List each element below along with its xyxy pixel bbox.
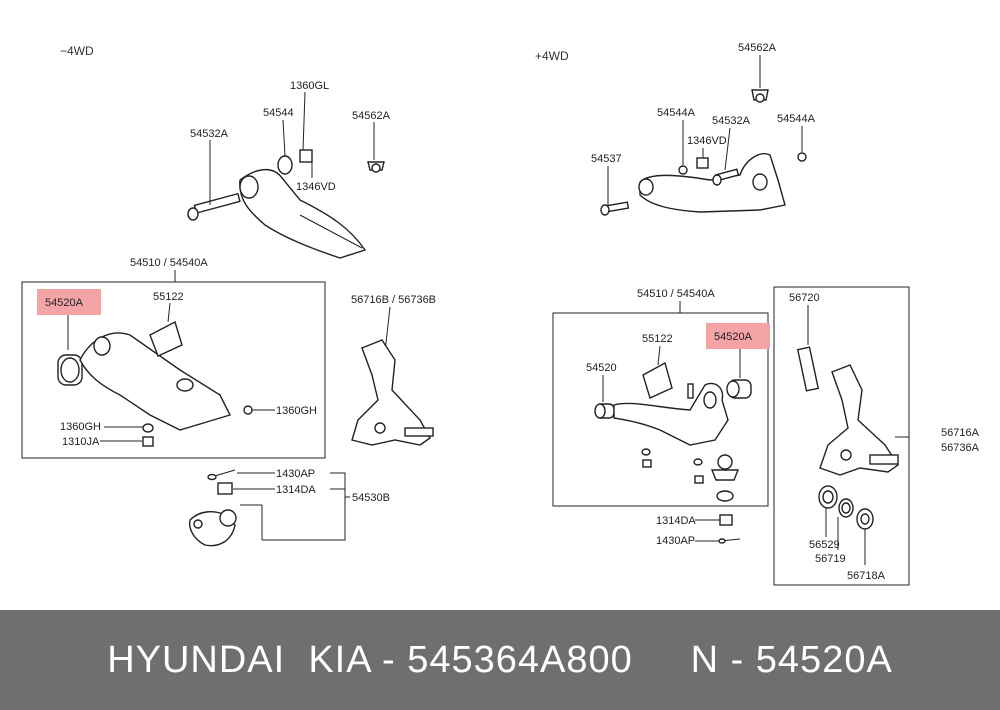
callout-54544-left: 54544: [263, 107, 294, 119]
callout-54520-right: 54520: [586, 362, 617, 374]
callout-54532a-left: 54532A: [190, 128, 229, 140]
bushing-54520a-left: [57, 354, 83, 386]
callout-55122-left: 55122: [153, 291, 184, 303]
bearing-56718a-right: [856, 508, 874, 530]
callout-1314da-left: 1314DA: [276, 484, 316, 496]
callout-1430ap-left: 1430AP: [276, 468, 315, 480]
cotter-pin-1430ap-right: [718, 538, 741, 544]
nut-1346vd-right: [696, 157, 709, 169]
callout-1346vd-right: 1346VD: [687, 135, 727, 147]
nut-1346vd-left: [299, 149, 313, 163]
highlight-54520a-right: [706, 323, 770, 349]
lower-arm-box-left: [21, 281, 326, 459]
callout-54520a-left: 54520A: [45, 297, 84, 309]
callout-56716b-left: 56716B / 56736B: [351, 294, 436, 306]
bushing-54520a-right: [726, 379, 752, 399]
hardware-set-right: [641, 448, 704, 484]
lower-control-arm-right: [613, 382, 729, 446]
upper-control-arm-left: [239, 168, 367, 259]
ball-joint-54562a-right: [751, 89, 769, 103]
callout-1346vd-left: 1346VD: [296, 181, 336, 193]
callout-1360gl-left: 1360GL: [290, 80, 329, 92]
washer-54544a-right-a: [678, 165, 688, 175]
lower-arm-box-right: [552, 312, 769, 507]
callout-54562a-left: 54562A: [352, 110, 391, 122]
bolt-54532a-left: [187, 192, 241, 221]
nut-1310ja-left: [142, 436, 154, 447]
callout-54562a-right: 54562A: [738, 42, 777, 54]
part-number-text: HYUNDAI KIA - 545364A800 N - 54520A: [107, 638, 893, 681]
callout-54544a-right-a: 54544A: [657, 107, 696, 119]
washer-1360gh-left: [142, 423, 154, 433]
upper-control-arm-right: [638, 153, 786, 213]
knuckle-box-right: [773, 286, 910, 586]
callout-56529-right: 56529: [809, 539, 840, 551]
shaft-56720-right: [796, 346, 820, 392]
ball-joint-54530b-left: [188, 509, 237, 547]
ball-joint-54562a-left: [367, 161, 385, 173]
highlight-54520a-left: [37, 289, 101, 315]
bolt-54532a-right: [712, 168, 740, 186]
callout-56719-right: 56719: [815, 553, 846, 565]
callout-54520a-right: 54520A: [714, 331, 753, 343]
bumper-55122-left: [149, 320, 183, 357]
callout-54530b-left: 54530B: [352, 492, 390, 504]
callout-1310ja-left: 1310JA: [62, 436, 100, 448]
bolt-1360gh-arm-left: [243, 405, 253, 415]
callout-56716a-right: 56716A: [941, 427, 980, 439]
seal-56529-right: [818, 485, 838, 509]
callout-1360gh-a-left: 1360GH: [276, 405, 317, 417]
bushing-54544-left: [277, 155, 293, 175]
steering-knuckle-right: [819, 364, 899, 476]
cotter-pin-1430ap-left: [207, 469, 236, 481]
nut-1314da-left: [217, 482, 233, 495]
ball-joint-right: [710, 454, 740, 502]
nut-1314da-right: [719, 514, 733, 526]
callout-1430ap-right: 1430AP: [656, 535, 695, 547]
bushing-54520-right: [594, 403, 615, 419]
section-label-right: +4WD: [535, 49, 569, 63]
ring-56719-right: [838, 498, 854, 518]
callout-56736a-right: 56736A: [941, 442, 980, 454]
parts-diagram: −4WD 54532A 54544 1360GL 1346VD 54562A 5…: [21, 42, 980, 586]
part-number-banner: HYUNDAI KIA - 545364A800 N - 54520A: [0, 610, 1000, 710]
callout-54537-right: 54537: [591, 153, 622, 165]
callout-54544a-right-b: 54544A: [777, 113, 816, 125]
bumper-55122-right: [642, 361, 673, 399]
callout-55122-right: 55122: [642, 333, 673, 345]
callout-56718a-right: 56718A: [847, 570, 886, 582]
callout-54510-left: 54510 / 54540A: [130, 257, 208, 269]
callout-54532a-right: 54532A: [712, 115, 751, 127]
lower-control-arm-left: [79, 332, 231, 431]
callout-1360gh-b-left: 1360GH: [60, 421, 101, 433]
callout-1314da-right: 1314DA: [656, 515, 696, 527]
callout-54510-right: 54510 / 54540A: [637, 288, 715, 300]
steering-knuckle-left: [351, 339, 434, 446]
section-label-left: −4WD: [60, 44, 94, 58]
washer-54544a-right-b: [797, 152, 807, 162]
callout-56720-right: 56720: [789, 292, 820, 304]
bolt-54537-right: [600, 201, 630, 216]
